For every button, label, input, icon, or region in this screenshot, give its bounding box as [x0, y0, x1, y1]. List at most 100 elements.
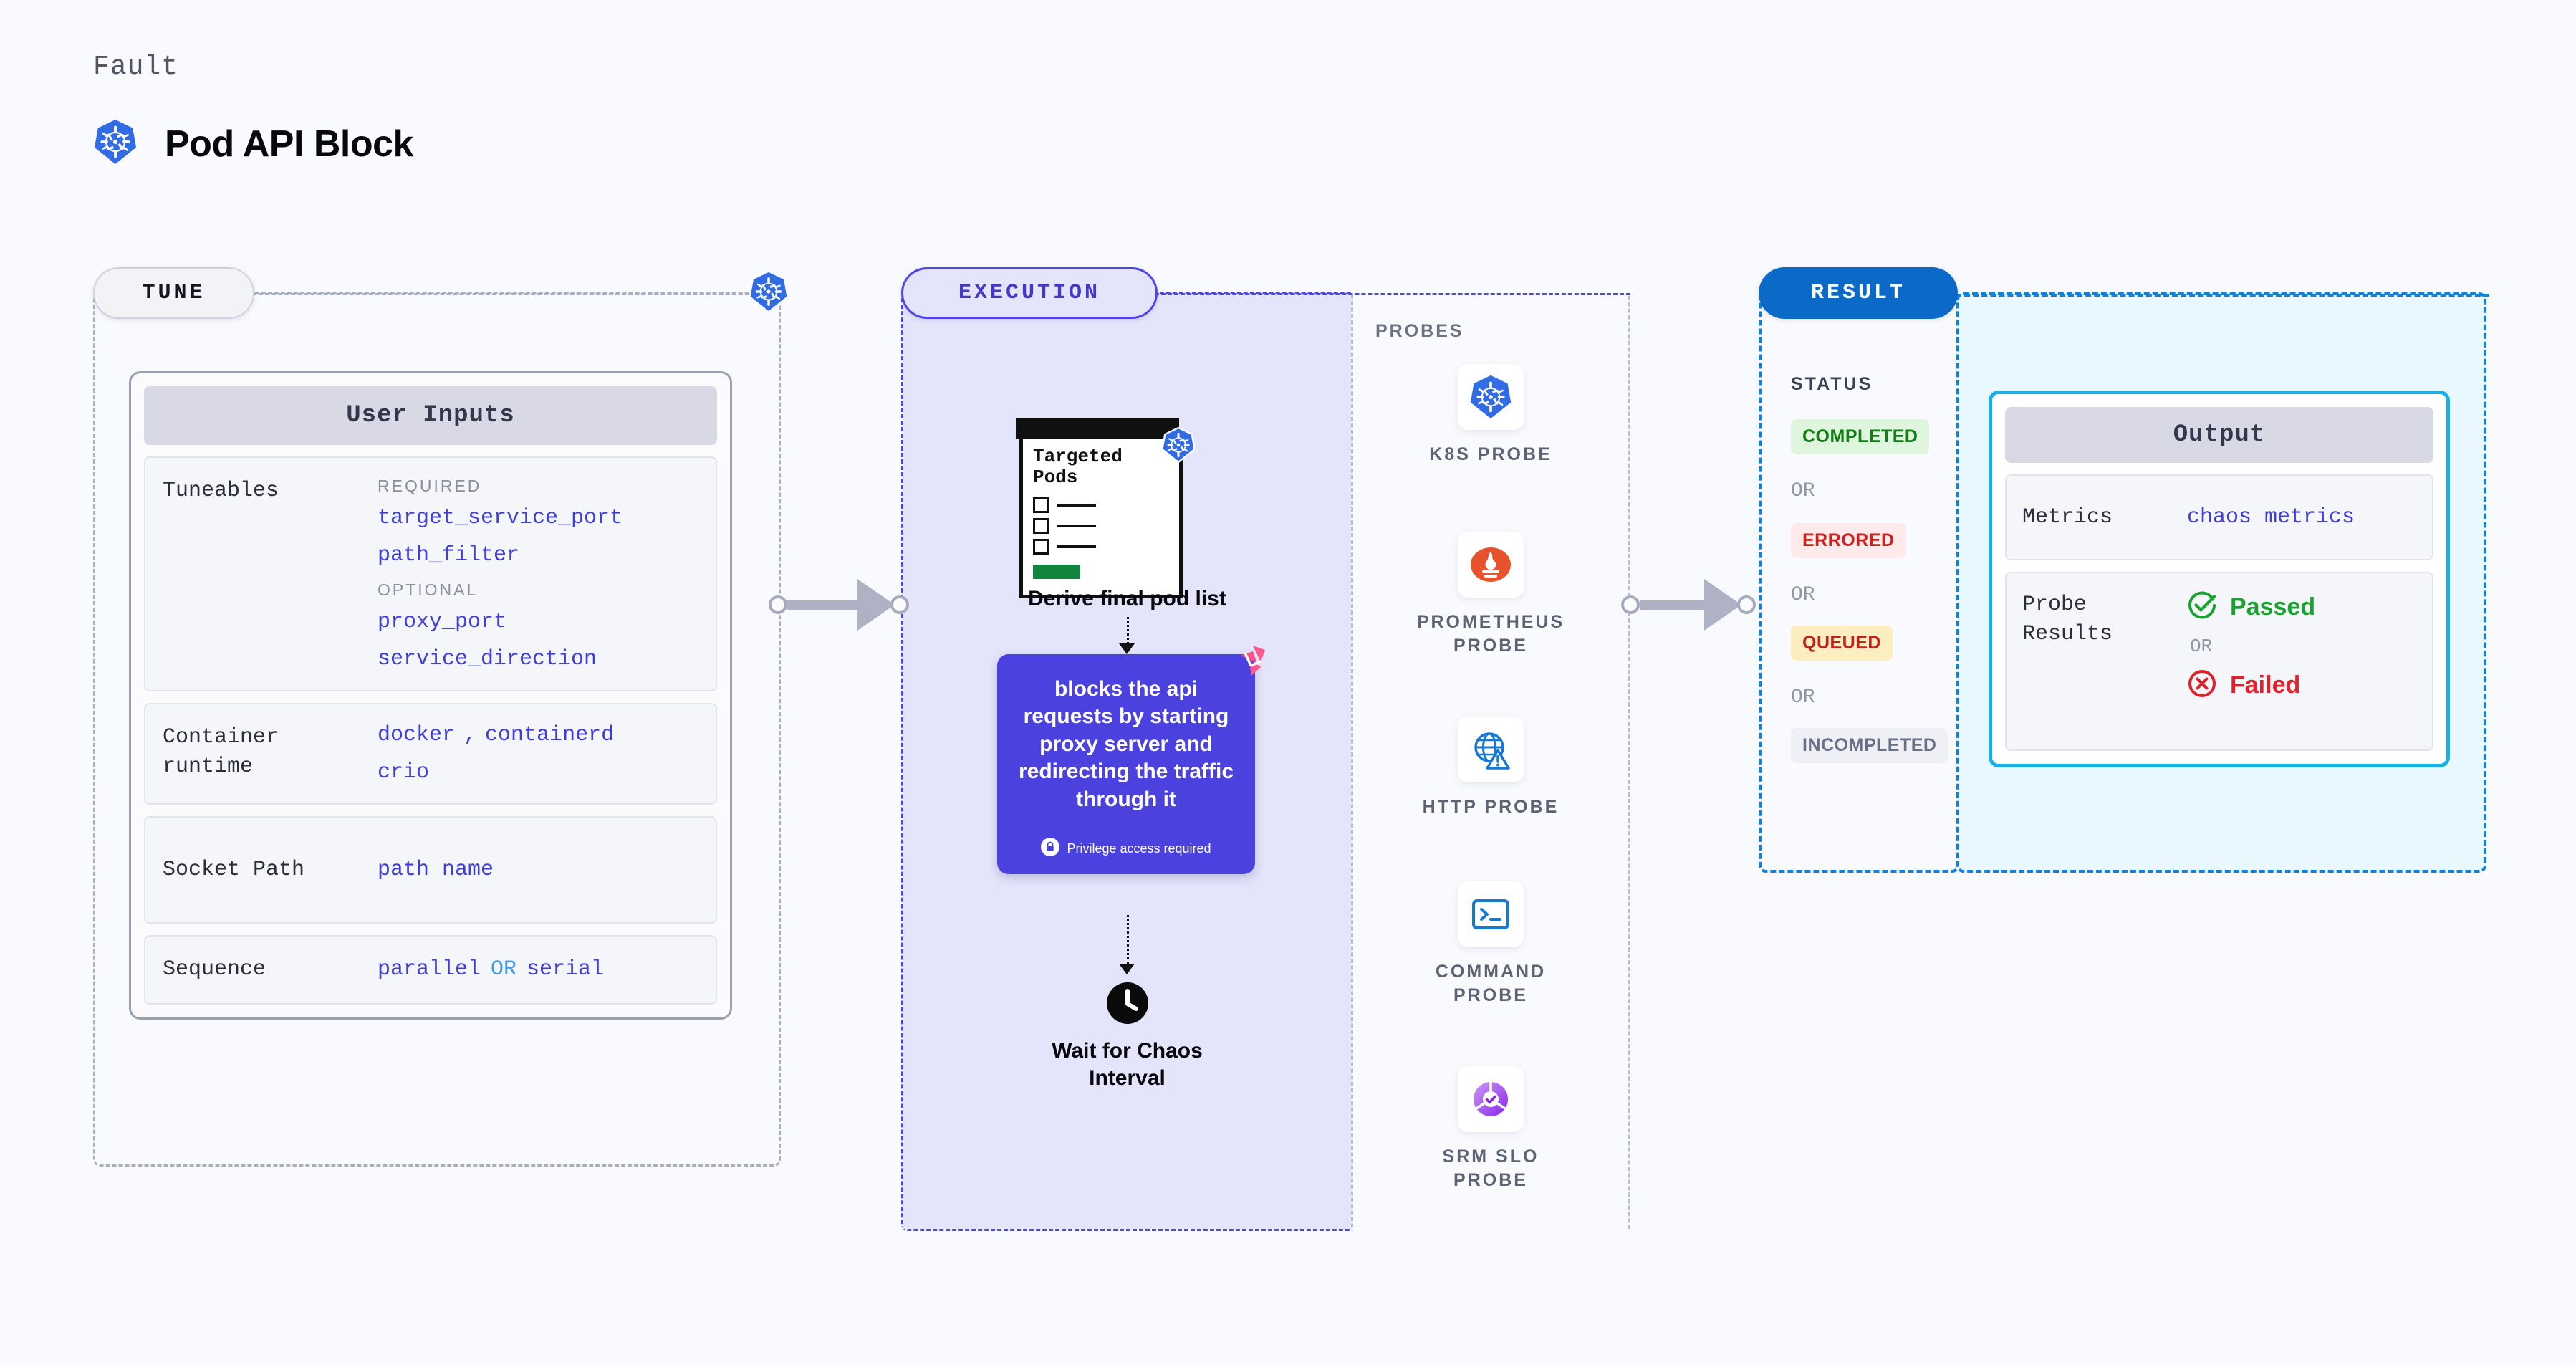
failed-label: Failed [2230, 671, 2301, 699]
container-runtime-row: Container runtime docker,containerd crio [144, 703, 717, 805]
list-line [1057, 525, 1096, 528]
socket-path-label: Socket Path [163, 857, 305, 882]
probe-k8s[interactable]: K8S PROBE [1351, 364, 1630, 466]
connector-dot [1737, 595, 1756, 614]
probe-prometheus-label: PROMETHEUS PROBE [1416, 612, 1565, 656]
probe-results-label: Probe Results [2022, 593, 2113, 646]
stage-pill-result[interactable]: RESULT [1759, 267, 1958, 319]
privilege-note-row: Privilege access required [1013, 837, 1239, 860]
user-inputs-card: User Inputs Tuneables REQUIRED target_se… [129, 371, 732, 1020]
stage-pill-execution[interactable]: EXECUTION [901, 267, 1158, 319]
connector-dot [769, 595, 787, 614]
probes-section-title: PROBES [1375, 321, 1464, 341]
user-inputs-card-title: User Inputs [144, 386, 717, 445]
fault-eyebrow-label: Fault [93, 52, 179, 82]
probe-k8s-label: K8S PROBE [1429, 444, 1552, 464]
wait-for-chaos-interval-label: Wait for Chaos Interval [1052, 1039, 1203, 1090]
tuneables-row: Tuneables REQUIRED target_service_port p… [144, 456, 717, 691]
targeted-pods-list-item [1023, 518, 1179, 535]
connector-dot [890, 595, 909, 614]
required-tag: REQUIRED [378, 476, 482, 495]
connector-dot [1621, 595, 1640, 614]
wait-for-chaos-interval-block: Wait for Chaos Interval [903, 982, 1351, 1091]
flow-arrow-line [1127, 617, 1129, 648]
probe-srm-slo-label: SRM SLO PROBE [1442, 1146, 1539, 1190]
privilege-note-text: Privilege access required [1067, 840, 1211, 856]
lock-icon [1041, 837, 1060, 860]
checkbox-icon [1033, 497, 1049, 514]
socket-path-value[interactable]: path name [378, 858, 494, 882]
container-runtime-label: Container runtime [163, 725, 279, 779]
execution-inner: Targeted Pods [903, 294, 1351, 1229]
targeted-pods-progress-bar [1033, 565, 1080, 580]
connector-arrowhead [1704, 579, 1741, 631]
metrics-label: Metrics [2022, 504, 2113, 530]
sequence-label: Sequence [163, 957, 266, 982]
tuneables-label: Tuneables [163, 479, 279, 503]
status-or-2: OR [1791, 584, 1815, 606]
status-badge-completed: COMPLETED [1791, 419, 1930, 454]
kubernetes-icon [93, 118, 138, 169]
action-description-text: blocks the api requests by starting prox… [1018, 677, 1234, 811]
container-runtime-crio[interactable]: crio [378, 760, 430, 785]
globe-warning-icon [1458, 717, 1524, 782]
flow-arrow-line [1127, 915, 1129, 968]
connector-arrowhead [857, 579, 895, 631]
slo-donut-icon [1458, 1066, 1524, 1132]
probe-http[interactable]: HTTP PROBE [1351, 717, 1630, 819]
status-or-1: OR [1791, 480, 1815, 502]
targeted-pods-title: Targeted Pods [1033, 446, 1123, 489]
probe-results-row: Probe Results Passed OR [2005, 572, 2433, 751]
metrics-value[interactable]: chaos metrics [2187, 505, 2355, 530]
status-badge-incompleted: INCOMPLETED [1791, 728, 1948, 763]
connector-bar [787, 600, 859, 610]
targeted-pods-card: Targeted Pods [1016, 418, 1196, 598]
status-or-3: OR [1791, 686, 1815, 709]
connector-execution-to-result [1621, 579, 1756, 631]
probe-command-label: COMMAND PROBE [1435, 962, 1547, 1005]
fault-title-row: Pod API Block [93, 118, 413, 169]
passed-label: Passed [2230, 593, 2316, 621]
harness-logo-icon [1229, 644, 1267, 682]
kubernetes-icon [749, 270, 789, 317]
output-card-title: Output [2005, 407, 2433, 463]
derive-final-pod-list-label: Derive final pod list [1028, 587, 1226, 610]
checkbox-icon [1033, 539, 1049, 555]
probe-http-label: HTTP PROBE [1422, 797, 1559, 817]
status-badge-queued: QUEUED [1791, 626, 1893, 661]
status-badge-errored: ERRORED [1791, 523, 1906, 558]
status-section-title: STATUS [1791, 374, 1873, 394]
stage-pill-tune[interactable]: TUNE [93, 267, 254, 319]
checkbox-icon [1033, 518, 1049, 535]
container-runtime-values-line1[interactable]: docker,containerd [378, 723, 615, 747]
tuneable-service-direction[interactable]: service_direction [378, 647, 597, 671]
targeted-pods-titlebar [1016, 418, 1179, 439]
tuneable-path-filter[interactable]: path_filter [378, 543, 520, 567]
output-card: Output Metrics chaos metrics Probe Resul… [1989, 391, 2450, 767]
flow-arrow-head [1119, 643, 1135, 654]
tuneable-proxy-port[interactable]: proxy_port [378, 610, 507, 634]
connector-bar [1640, 600, 1706, 610]
probe-prometheus[interactable]: PROMETHEUS PROBE [1351, 532, 1630, 657]
list-line [1057, 504, 1096, 507]
x-circle-icon [2187, 669, 2217, 702]
tune-dash-connector [252, 293, 762, 295]
execution-dash-connector [1155, 293, 1630, 295]
probe-command[interactable]: COMMAND PROBE [1351, 881, 1630, 1007]
kubernetes-icon [1161, 426, 1196, 467]
optional-tag: OPTIONAL [378, 580, 479, 599]
probe-result-passed: Passed [2187, 590, 2416, 624]
tuneable-target-service-port[interactable]: target_service_port [378, 506, 623, 530]
page-title: Pod API Block [165, 123, 413, 165]
kubernetes-icon [1458, 364, 1524, 430]
probe-srm-slo[interactable]: SRM SLO PROBE [1351, 1066, 1630, 1192]
prometheus-icon [1458, 532, 1524, 598]
check-circle-icon [2187, 590, 2217, 624]
clock-icon [1106, 982, 1148, 1027]
socket-path-row: Socket Path path name [144, 816, 717, 924]
result-dash-connector [1956, 294, 2489, 297]
terminal-icon [1458, 881, 1524, 947]
metrics-row: Metrics chaos metrics [2005, 474, 2433, 560]
